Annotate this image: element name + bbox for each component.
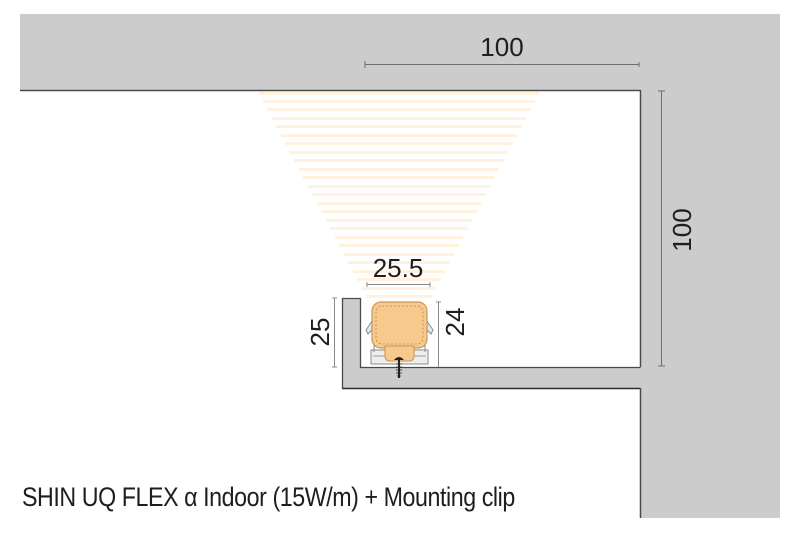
dim-label-lip-height: 25 (305, 318, 335, 347)
structure (20, 14, 780, 518)
cove-ledge (342, 367, 642, 388)
screw-icon (394, 357, 404, 378)
cove-lip (342, 298, 360, 370)
product-caption: SHIN UQ FLEX α Indoor (15W/m) + Mounting… (22, 482, 515, 512)
dim-label-fixture-width: 25.5 (373, 253, 424, 283)
right-wall (640, 14, 780, 518)
light-beam (259, 92, 539, 298)
led-strip-body (371, 301, 428, 349)
led-fixture (365, 301, 434, 378)
dim-label-fixture-height: 24 (440, 308, 470, 337)
dimension-lines (332, 61, 665, 368)
dim-label-right-height: 100 (667, 208, 697, 251)
dim-label-top-width: 100 (480, 32, 523, 62)
